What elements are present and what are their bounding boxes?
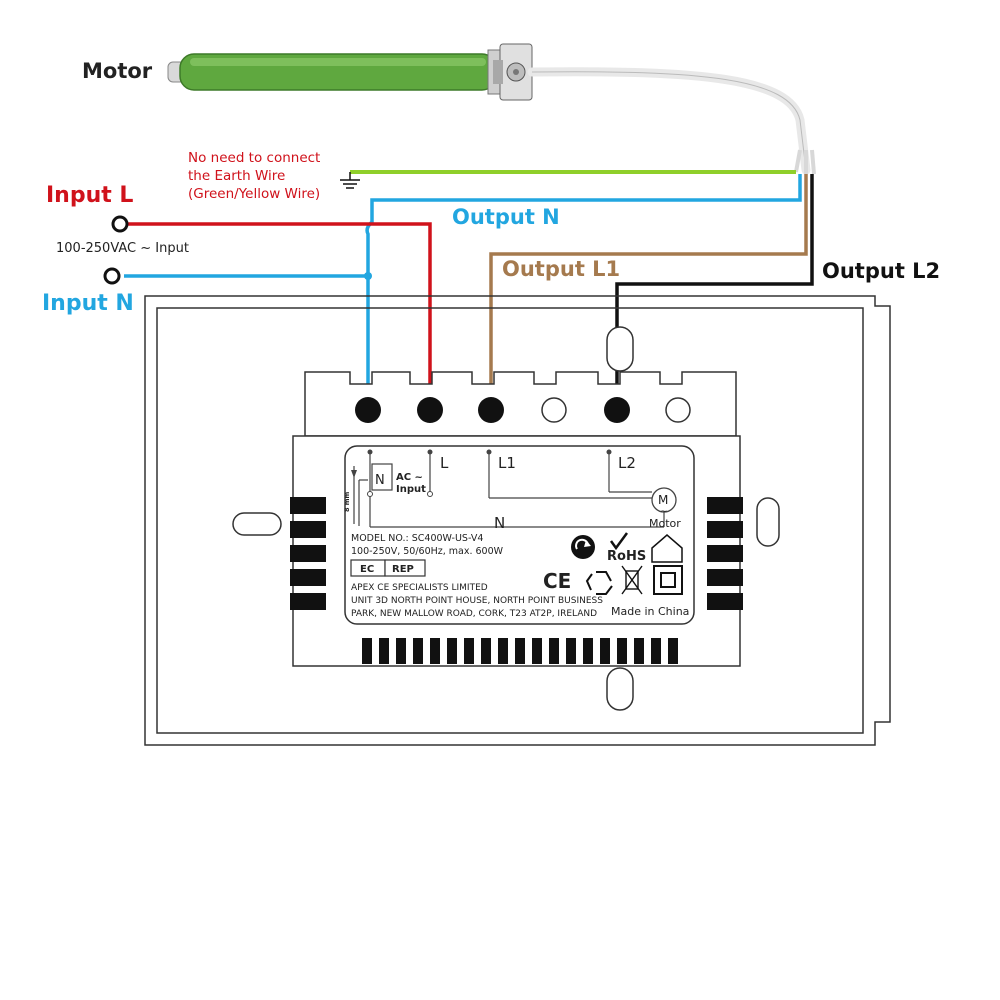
label-ac-input-1: AC ~	[396, 472, 423, 483]
label-rep: REP	[392, 564, 414, 575]
label-term-n-small: N	[375, 473, 385, 488]
label-n-bottom: N	[494, 514, 505, 532]
input-n-terminal	[103, 267, 121, 285]
terminal-l1	[478, 397, 504, 423]
earth-note-line1: No need to connect	[188, 150, 320, 166]
terminal-l2	[604, 397, 630, 423]
label-motor-caption: Motor	[649, 517, 681, 530]
motor-symbol-icon	[651, 487, 677, 513]
earth-note-line2: the Earth Wire	[188, 168, 285, 184]
input-l-label: Input L	[46, 183, 133, 208]
switch-back-plate	[144, 295, 891, 746]
mount-slot-bottom	[606, 667, 634, 711]
input-l-wire	[128, 222, 432, 408]
voltage-label: 100-250VAC ~ Input	[56, 241, 189, 256]
label-strip-length: 8 mm	[343, 491, 351, 512]
input-n-label: Input N	[42, 291, 134, 316]
weee-bin-icon	[621, 565, 643, 595]
recycle-triangle-icon	[585, 571, 613, 595]
rohs-check-icon	[609, 532, 629, 551]
label-motor-tilde: ~	[660, 507, 668, 517]
rating-label	[344, 445, 695, 625]
vent-left	[290, 497, 326, 610]
recycle-icon	[571, 535, 595, 559]
label-address2: PARK, NEW MALLOW ROAD, CORK, T23 AT2P, I…	[351, 609, 597, 619]
terminal-empty-1	[541, 397, 567, 423]
ground-icon	[340, 172, 360, 189]
input-l-terminal	[111, 215, 129, 233]
vent-bottom	[362, 638, 678, 664]
output-n-wire	[365, 174, 802, 400]
label-made-in: Made in China	[611, 605, 689, 618]
label-ac-input-2: Input	[396, 484, 426, 495]
terminal-n	[355, 397, 381, 423]
motor-label: Motor	[82, 59, 153, 83]
terminal-empty-2	[665, 397, 691, 423]
terminal-l	[417, 397, 443, 423]
output-l1-label: Output L1	[502, 257, 620, 281]
mount-slot-left	[232, 512, 282, 536]
label-schematic	[353, 450, 665, 528]
label-rating: 100-250V, 50/60Hz, max. 600W	[351, 546, 504, 557]
home-icon	[651, 534, 683, 563]
label-term-l1: L1	[498, 454, 516, 472]
earth-note-line3: (Green/Yellow Wire)	[188, 186, 320, 202]
terminal-block	[304, 371, 737, 437]
output-n-label: Output N	[452, 205, 560, 229]
label-address1: UNIT 3D NORTH POINT HOUSE, NORTH POINT B…	[351, 596, 603, 606]
motor-illustration	[167, 43, 533, 101]
rep-box	[384, 559, 426, 577]
output-l2-label: Output L2	[822, 259, 940, 283]
vent-right	[707, 497, 743, 610]
label-ec: EC	[360, 564, 374, 575]
label-rohs: RoHS	[607, 549, 646, 564]
double-insulation-icon	[653, 565, 683, 595]
mount-slot-top	[606, 326, 634, 372]
mount-slot-right	[756, 497, 780, 547]
label-term-l: L	[440, 454, 449, 472]
label-company: APEX CE SPECIALISTS LIMITED	[351, 583, 488, 593]
label-model: MODEL NO.: SC400W-US-V4	[351, 533, 483, 544]
label-term-l2: L2	[618, 454, 636, 472]
output-l1-wire	[489, 174, 808, 408]
label-motor-m: M	[658, 493, 668, 507]
label-ce: CE	[543, 569, 571, 593]
